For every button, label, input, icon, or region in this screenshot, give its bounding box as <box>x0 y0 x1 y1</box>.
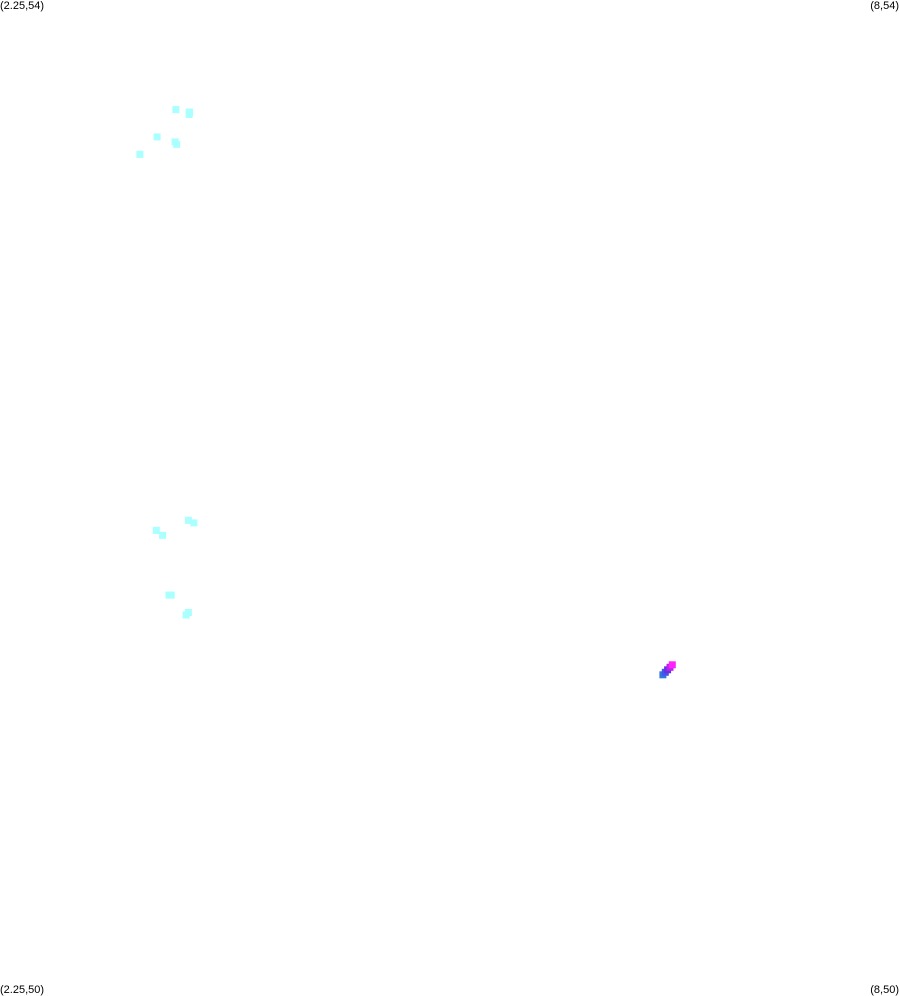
data-point-9 <box>190 519 198 527</box>
data-point-5 <box>173 140 181 148</box>
corner-label-bottom-right: (8,50) <box>870 984 899 996</box>
data-point-7 <box>185 108 193 116</box>
data-point-15 <box>184 609 192 616</box>
data-point-20 <box>668 661 676 669</box>
data-point-13 <box>167 591 175 599</box>
corner-label-bottom-left: (2.25,50) <box>0 984 45 996</box>
corner-label-top-left: (2.25,54) <box>0 0 45 12</box>
data-point-0 <box>172 106 180 114</box>
data-point-3 <box>153 133 161 141</box>
data-point-11 <box>159 531 167 539</box>
corner-label-top-right: (8,54) <box>870 0 899 12</box>
data-point-8 <box>184 516 192 524</box>
data-point-10 <box>152 526 160 534</box>
data-point-6 <box>136 150 144 158</box>
